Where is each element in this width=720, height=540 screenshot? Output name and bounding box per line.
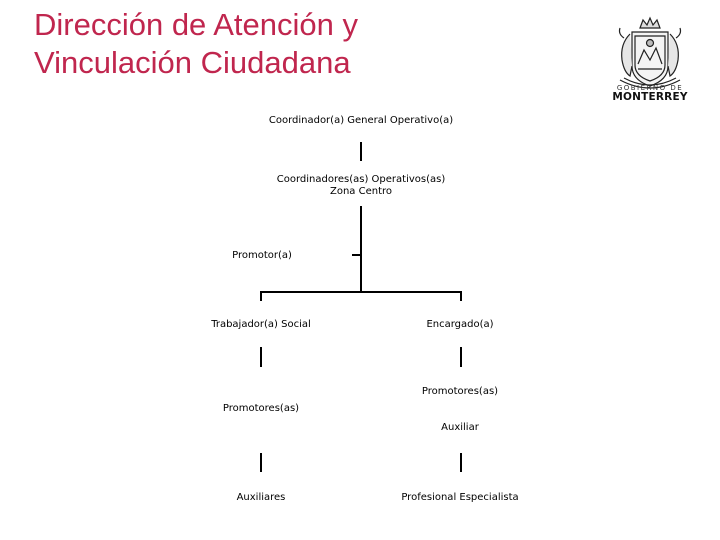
- page-title: Dirección de Atención y Vinculación Ciud…: [34, 6, 358, 82]
- connector-coordinators-trunk: [360, 206, 362, 292]
- connector-horizontal-bar: [260, 291, 462, 293]
- connector-in-charge-to-promoters: [460, 347, 462, 367]
- connector-promoter-branch: [352, 254, 362, 256]
- coat-of-arms-icon: [618, 16, 682, 89]
- node-coordinators-line-1: Coordinadores(as) Operativos(as): [276, 174, 446, 185]
- node-promoters-left: Promotores(as): [222, 403, 300, 414]
- connector-social-worker-to-promoters: [260, 347, 262, 367]
- node-promoters-right: Promotores(as): [421, 386, 499, 397]
- connector-general-to-coordinators: [360, 142, 362, 161]
- node-promoter: Promotor(a): [232, 250, 292, 261]
- title-line-2: Vinculación Ciudadana: [34, 45, 351, 80]
- node-assistant: Auxiliar: [441, 422, 479, 433]
- logo-brand-text: MONTERREY: [612, 91, 688, 103]
- node-coordinators-line-2: Zona Centro: [329, 186, 393, 197]
- node-in-charge: Encargado(a): [426, 319, 494, 330]
- connector-right-drop: [460, 291, 462, 301]
- title-line-1: Dirección de Atención y: [34, 7, 358, 42]
- node-coordinators-zona-centro: Coordinadores(as) Operativos(as) Zona Ce…: [261, 174, 461, 198]
- connector-assistant-to-specialist: [460, 453, 462, 472]
- node-coordinator-general: Coordinador(a) General Operativo(a): [268, 115, 454, 126]
- node-assistants: Auxiliares: [236, 492, 286, 503]
- node-social-worker: Trabajador(a) Social: [211, 319, 311, 330]
- logo-small-text: GOBIERNO DE: [616, 84, 684, 92]
- connector-promoters-to-assistants: [260, 453, 262, 472]
- connector-left-drop: [260, 291, 262, 301]
- node-specialist: Profesional Especialista: [401, 492, 519, 503]
